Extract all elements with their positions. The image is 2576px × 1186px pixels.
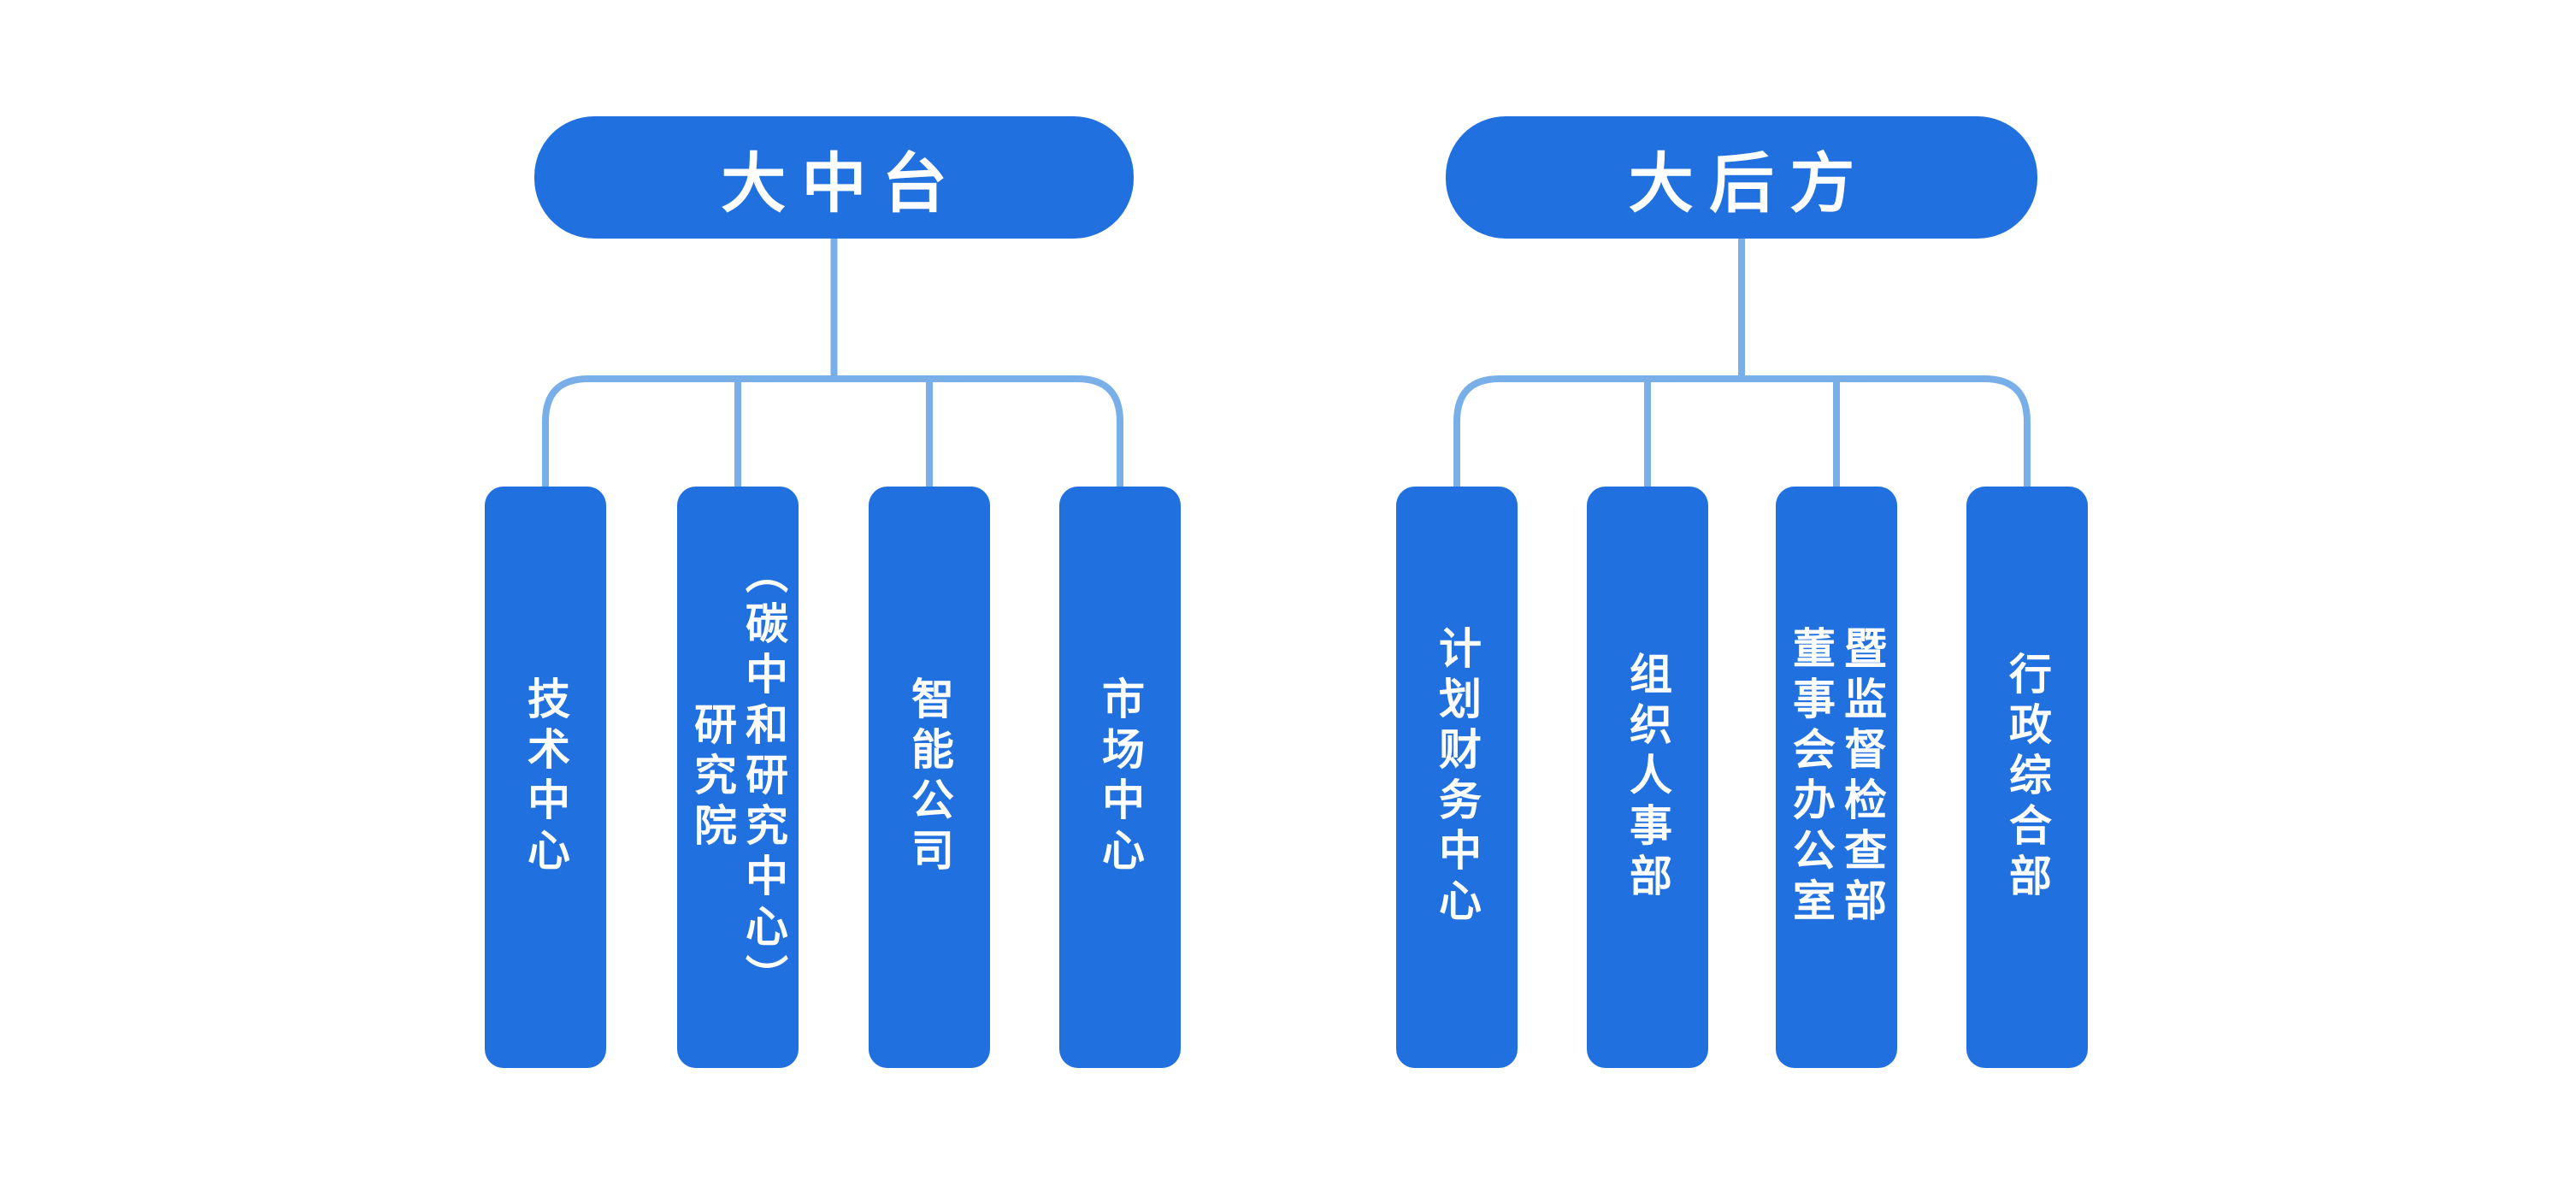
child-node-label: 研究院 （碳中和研究中心） — [688, 550, 787, 1005]
child-node-label: 行政综合部 — [2003, 651, 2051, 904]
child-node-planning-finance-center[interactable]: 计划财务中心 — [1396, 487, 1518, 1068]
child-node-label: 智能公司 — [905, 676, 953, 878]
child-node-label: 技术中心 — [522, 676, 569, 878]
child-node-label: 董事会办公室 暨监督检查部 — [1787, 626, 1886, 929]
parent-node-left[interactable]: 大中台 — [534, 116, 1134, 239]
parent-node-right[interactable]: 大后方 — [1446, 116, 2037, 239]
child-node-tech-center[interactable]: 技术中心 — [485, 487, 606, 1068]
child-node-label: 市场中心 — [1096, 676, 1144, 878]
connector-left-rail — [542, 375, 1123, 487]
child-node-board-office-supervision-dept[interactable]: 董事会办公室 暨监督检查部 — [1776, 487, 1897, 1068]
child-node-research-institute[interactable]: 研究院 （碳中和研究中心） — [677, 487, 799, 1068]
parent-node-right-label: 大后方 — [1628, 147, 1871, 221]
child-node-admin-comprehensive-dept[interactable]: 行政综合部 — [1966, 487, 2088, 1068]
child-node-organization-personnel-dept[interactable]: 组织人事部 — [1587, 487, 1708, 1068]
child-node-market-center[interactable]: 市场中心 — [1059, 487, 1181, 1068]
child-node-label: 组织人事部 — [1624, 651, 1671, 904]
connector-right-rail — [1453, 375, 2031, 487]
child-node-label: 计划财务中心 — [1433, 626, 1481, 929]
parent-node-left-label: 大中台 — [721, 147, 963, 221]
child-node-intelligent-company[interactable]: 智能公司 — [869, 487, 990, 1068]
